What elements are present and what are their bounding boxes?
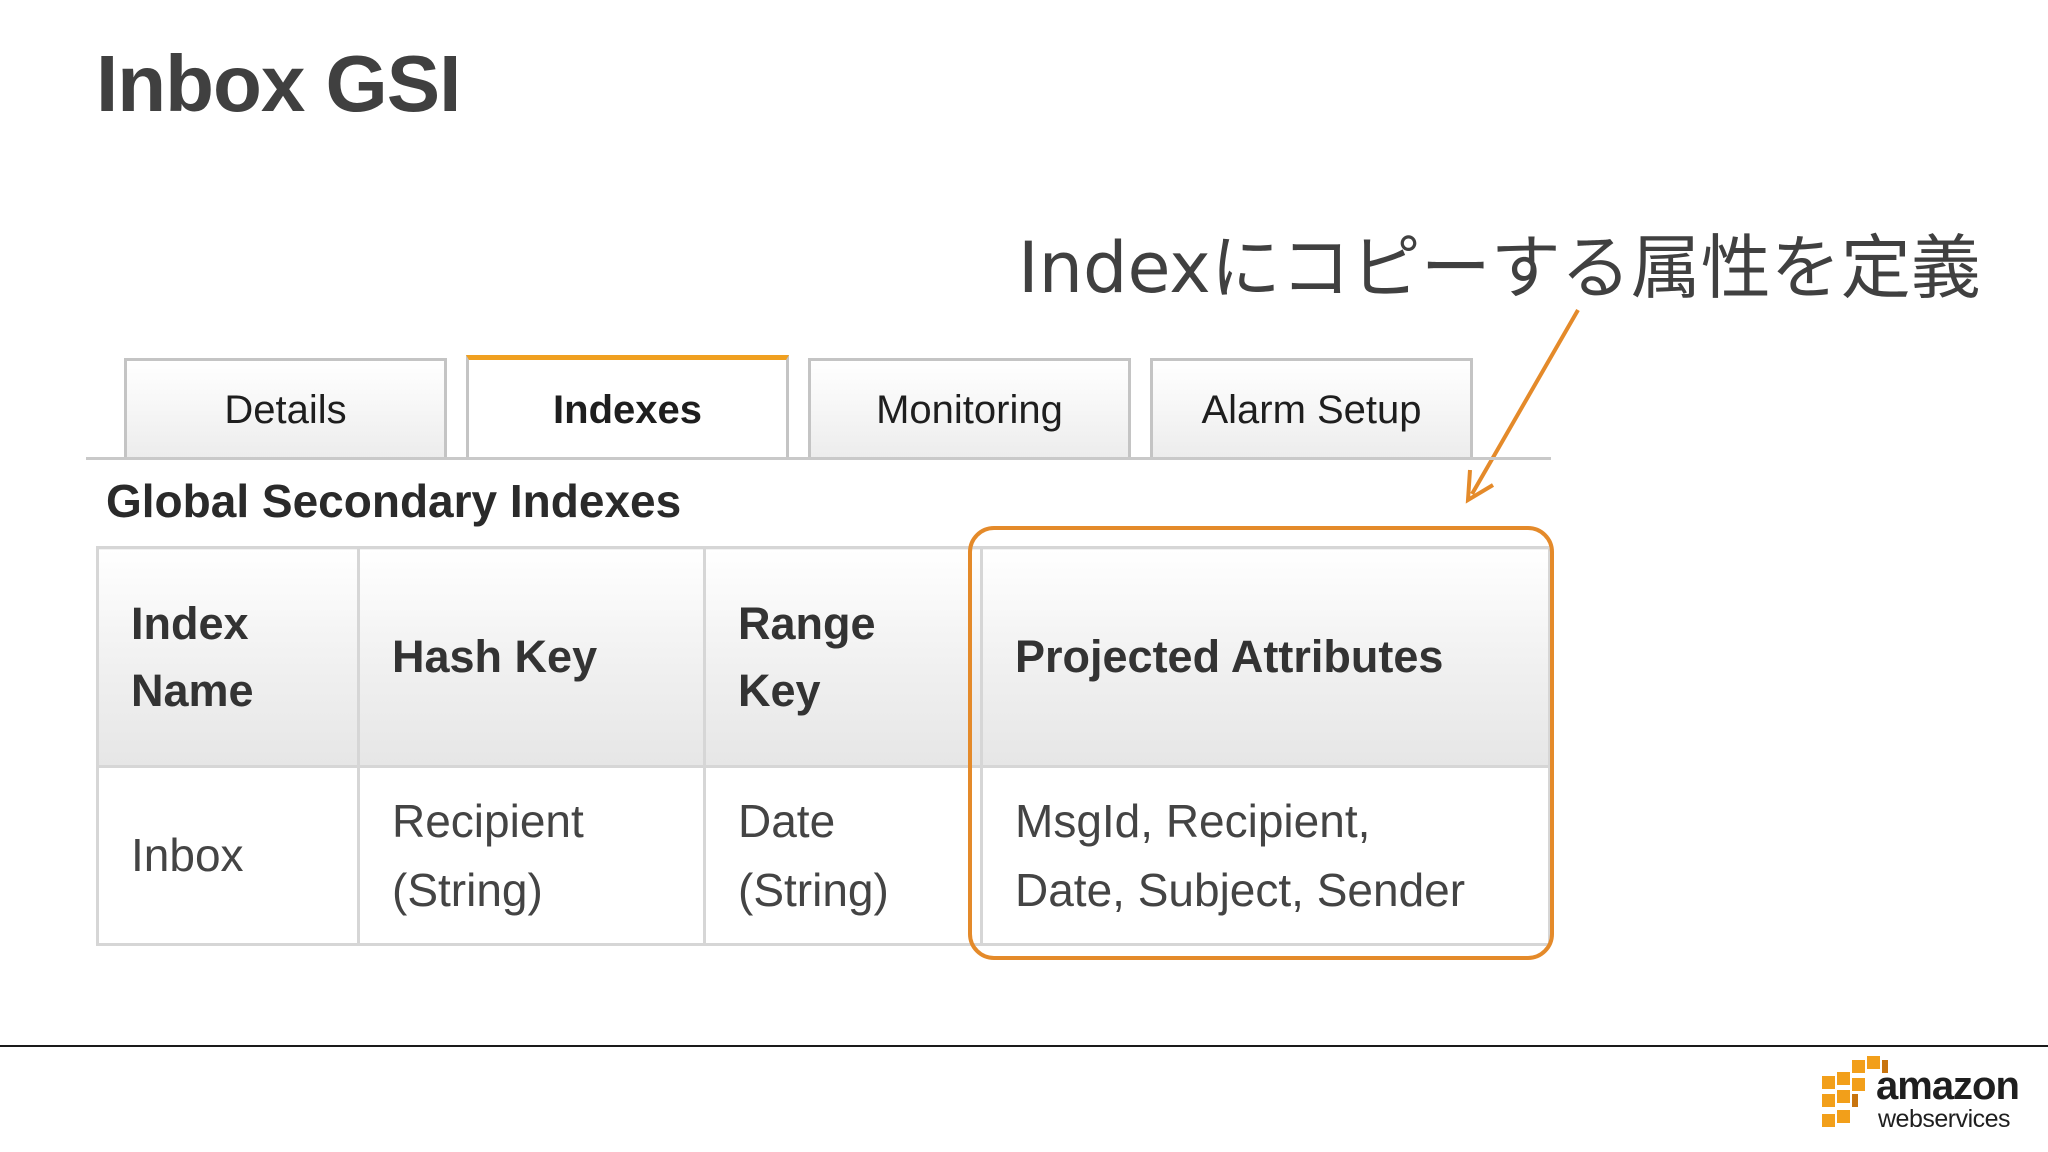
tab-alarm-setup[interactable]: Alarm Setup	[1150, 358, 1473, 460]
cell-line: (String)	[738, 863, 889, 916]
tab-monitoring[interactable]: Monitoring	[808, 358, 1131, 460]
header-line: Key	[738, 665, 821, 716]
gsi-table: Index Name Hash Key Range Key Projected …	[96, 546, 1551, 946]
column-header-index-name[interactable]: Index Name	[96, 546, 360, 768]
slide-title: Inbox GSI	[96, 39, 461, 128]
tab-bar-divider	[86, 457, 1551, 460]
tab-indexes[interactable]: Indexes	[466, 355, 789, 460]
column-header-hash-key[interactable]: Hash Key	[357, 546, 706, 768]
footer-divider	[0, 1045, 2048, 1047]
column-header-projected-attributes[interactable]: Projected Attributes	[980, 546, 1551, 768]
header-line: Index	[131, 597, 249, 649]
tab-details[interactable]: Details	[124, 358, 447, 460]
section-heading: Global Secondary Indexes	[106, 475, 682, 527]
aws-cube-logo-icon	[1822, 1056, 1888, 1127]
table-header-row: Index Name Hash Key Range Key Projected …	[96, 546, 1551, 768]
logo-wordmark: amazon	[1876, 1064, 2020, 1108]
header-line: Name	[131, 665, 254, 716]
cell-range-key: Date (String)	[703, 765, 983, 946]
cell-line: (String)	[392, 863, 543, 916]
logo-subtitle: webservices	[1878, 1105, 2011, 1133]
cell-hash-key: Recipient (String)	[357, 765, 706, 946]
cell-line: MsgId, Recipient,	[1015, 794, 1371, 847]
highlight-box	[968, 526, 1554, 960]
table-row: Inbox Recipient (String) Date (String) M…	[96, 765, 1551, 946]
cell-line: Date	[738, 794, 836, 847]
cell-index-name: Inbox	[96, 765, 360, 946]
header-line: Range	[738, 597, 876, 649]
callout-text: Indexにコピーする属性を定義	[1018, 227, 1981, 309]
column-header-range-key[interactable]: Range Key	[703, 546, 983, 768]
cell-line: Recipient	[392, 794, 584, 847]
cell-projected-attributes: MsgId, Recipient, Date, Subject, Sender	[980, 765, 1551, 946]
cell-line: Date, Subject, Sender	[1015, 863, 1466, 916]
